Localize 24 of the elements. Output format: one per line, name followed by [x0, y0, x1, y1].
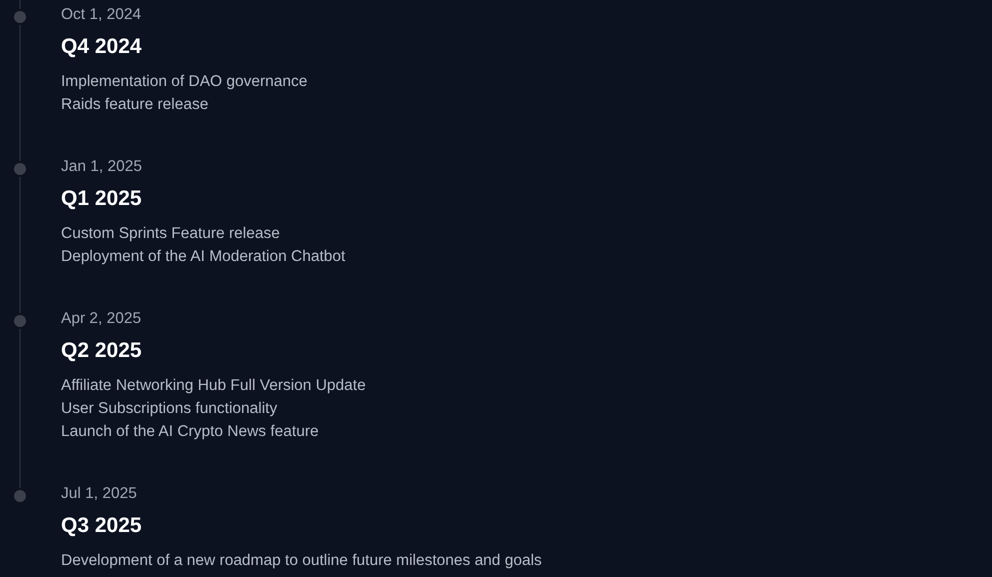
milestone-heading: Q1 2025: [61, 186, 142, 212]
date-label: Oct 1, 2024: [61, 5, 142, 25]
timeline-line: [19, 0, 21, 9]
timeline-line: [19, 177, 21, 313]
milestone-heading: Q3 2025: [61, 513, 142, 539]
milestone-item: Raids feature release: [61, 95, 208, 115]
milestone-item: User Subscriptions functionality: [61, 399, 278, 419]
timeline-line: [19, 329, 21, 488]
date-label: Apr 2, 2025: [61, 309, 142, 329]
timeline-line: [19, 25, 21, 161]
milestone-item: Affiliate Networking Hub Full Version Update: [61, 376, 366, 396]
timeline-dot: [14, 163, 26, 175]
milestone-heading: Q2 2025: [61, 338, 142, 364]
milestone-item: Implementation of DAO governance: [61, 72, 308, 92]
timeline-dot: [14, 315, 26, 327]
milestone-item: Launch of the AI Crypto News feature: [61, 422, 319, 442]
date-label: Jul 1, 2025: [61, 484, 137, 504]
date-label: Jan 1, 2025: [61, 157, 142, 177]
timeline-dot: [14, 490, 26, 502]
milestone-heading: Q4 2024: [61, 34, 142, 60]
milestone-item: Custom Sprints Feature release: [61, 224, 280, 244]
milestone-item: Deployment of the AI Moderation Chatbot: [61, 247, 346, 267]
timeline-dot: [14, 11, 26, 23]
milestone-item: Development of a new roadmap to outline future milestones and goals: [61, 551, 542, 571]
